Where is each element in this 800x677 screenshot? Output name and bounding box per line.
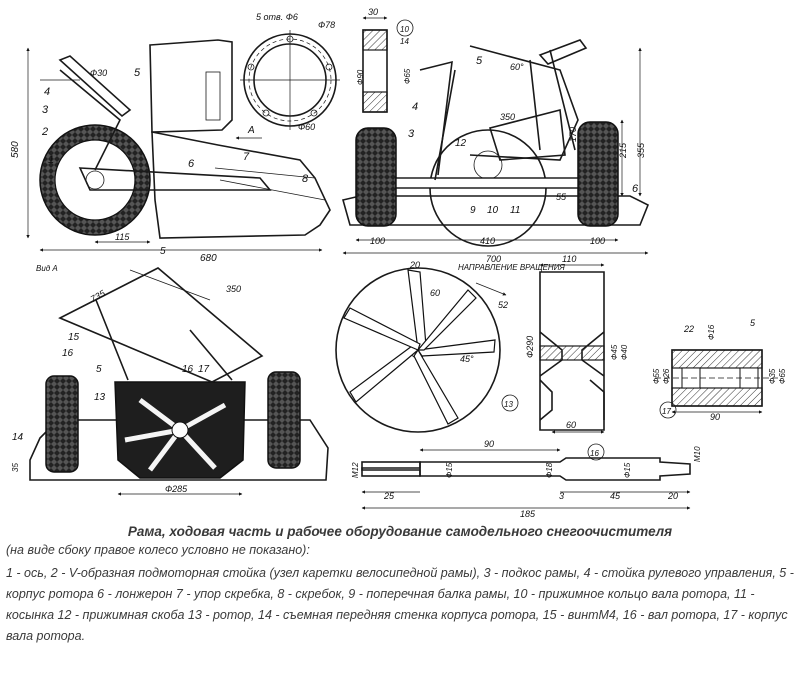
view-a-label-13: 13	[94, 392, 106, 403]
front-dim-100-left: 100	[370, 236, 385, 246]
side-view: 1 2 3 4 5 6 7 8 580 Ф30 680 115 5 A	[10, 39, 331, 264]
front-dim-55: 55	[556, 192, 567, 202]
ring-dim-width: 30	[368, 7, 378, 17]
hub-view: 22 Ф16 5 Ф55 Ф26 Ф35 Ф65 90 17	[652, 318, 787, 422]
caption: Рама, ходовая часть и рабочее оборудован…	[4, 524, 796, 647]
front-label-3: 3	[408, 128, 415, 140]
ring-view: 5 отв. Ф6 Ф78 Ф60 30 14 Ф90 Ф65 10	[240, 7, 414, 132]
shaft-dim-25: 25	[383, 491, 395, 501]
shaft-dim-90: 90	[484, 439, 494, 449]
shaft-ref-number: 16	[590, 449, 599, 458]
side-dim-5: 5	[160, 246, 166, 257]
front-dim-215: 215	[618, 142, 628, 159]
ring-dim-inner: Ф60	[298, 122, 315, 132]
side-label-2: 2	[41, 126, 48, 138]
view-a-label-5: 5	[96, 364, 102, 375]
front-label-11: 11	[510, 205, 520, 216]
ring-dim-14: 14	[400, 37, 409, 46]
hub-ref-number: 17	[662, 407, 671, 416]
shaft-dim-45: 45	[610, 491, 621, 501]
ring-dim-90: Ф90	[356, 69, 365, 85]
rotor-section-dim-290: Ф290	[525, 336, 535, 358]
side-dim-115: 115	[115, 232, 130, 242]
ring-note: 5 отв. Ф6	[256, 12, 298, 22]
side-label-8: 8	[302, 173, 309, 185]
shaft-dim-185: 185	[520, 509, 536, 519]
view-a-label-14: 14	[12, 432, 24, 443]
view-a-dim-350: 350	[226, 284, 241, 294]
side-label-3: 3	[42, 104, 49, 116]
side-label-6: 6	[188, 158, 195, 170]
side-section-mark: A	[247, 125, 255, 136]
front-label-10: 10	[487, 205, 499, 216]
hub-dim-35: Ф35	[768, 368, 777, 384]
front-label-6: 6	[632, 183, 639, 195]
front-dim-60: 60°	[510, 62, 524, 72]
view-a-dim-285: Ф285	[165, 484, 188, 494]
front-label-12: 12	[455, 138, 467, 149]
side-dim-height: 580	[10, 141, 21, 158]
front-dim-350: 350	[500, 112, 515, 122]
side-dim-top: Ф30	[90, 68, 107, 78]
view-a-label-17: 17	[198, 364, 210, 375]
rotor-section: 110 Ф290 Ф45 Ф40 60	[525, 254, 629, 434]
shaft-dim-f15: Ф15	[623, 462, 632, 478]
rotor-section-dim-110: 110	[562, 254, 576, 264]
front-view: 4 5 3 12 9 10 11 6 60° 350 170 55 215 35…	[342, 39, 650, 264]
rotor-direction: НАПРАВЛЕНИЕ ВРАЩЕНИЯ	[458, 263, 565, 272]
front-label-4: 4	[412, 101, 418, 113]
hub-dim-5: 5	[750, 318, 756, 328]
shaft-dim-3: 3	[559, 491, 564, 501]
shaft-dim-m10: M10	[693, 446, 702, 462]
front-dim-170: 170	[568, 127, 578, 142]
front-dim-355: 355	[636, 142, 646, 158]
view-a-label-16b: 16	[182, 364, 194, 375]
front-label-5: 5	[476, 55, 483, 67]
view-a-dim-735: 735	[89, 288, 108, 305]
side-dim-bottom: 680	[200, 253, 217, 264]
view-a-title: Вид А	[36, 264, 58, 273]
rotor-view: НАПРАВЛЕНИЕ ВРАЩЕНИЯ 20 60 52 45° 13	[335, 260, 565, 433]
caption-legend: 1 - ось, 2 - V-образная подмоторная стой…	[6, 566, 794, 643]
caption-subtitle: (на виде сбоку правое колесо условно не …	[6, 543, 310, 557]
shaft-dim-m12: M12	[351, 462, 360, 478]
view-a: Вид А 735 350 15 16 5 16 17 13 14 Ф285 3…	[11, 264, 329, 496]
hub-dim-16: Ф16	[707, 324, 716, 340]
hub-dim-65: Ф65	[778, 368, 787, 384]
rotor-section-dim-40: Ф40	[620, 344, 629, 360]
rotor-dim-20: 20	[409, 260, 420, 270]
shaft-view: 16 90 M12 Ф15 Ф18 Ф15 M10 25 3 45 20 185	[351, 439, 702, 519]
shaft-dim-15: Ф15	[445, 462, 454, 478]
rotor-ref-number: 13	[504, 400, 513, 409]
front-label-9: 9	[470, 205, 476, 216]
shaft-dim-18: Ф18	[545, 462, 554, 478]
rotor-dim-52: 52	[498, 300, 508, 310]
rotor-dim-60: 60	[430, 288, 440, 298]
front-dim-700: 700	[486, 254, 501, 264]
front-dim-100-right: 100	[590, 236, 605, 246]
hub-dim-26: Ф26	[662, 368, 671, 384]
rotor-dim-45: 45°	[460, 354, 474, 364]
ring-dim-65: Ф65	[403, 68, 412, 84]
side-label-7: 7	[243, 151, 250, 163]
ring-dim-outer: Ф78	[318, 20, 335, 30]
caption-title: Рама, ходовая часть и рабочее оборудован…	[127, 524, 673, 539]
shaft-dim-20: 20	[667, 491, 678, 501]
side-label-1: 1	[48, 154, 54, 166]
rotor-section-dim-45: Ф45	[610, 344, 619, 360]
hub-dim-55: Ф55	[652, 368, 661, 384]
hub-dim-22: 22	[683, 324, 694, 334]
hub-dim-90: 90	[710, 412, 720, 422]
side-label-4: 4	[44, 86, 50, 98]
ring-ref-number: 10	[400, 25, 409, 34]
view-a-dim-35: 35	[11, 463, 20, 472]
rotor-section-dim-60: 60	[566, 420, 576, 430]
snowblower-drawing: 1 2 3 4 5 6 7 8 580 Ф30 680 115 5 A 5 от…	[10, 7, 787, 519]
side-label-5: 5	[134, 67, 141, 79]
view-a-label-16: 16	[62, 348, 74, 359]
view-a-label-15: 15	[68, 332, 80, 343]
front-dim-410: 410	[480, 236, 495, 246]
